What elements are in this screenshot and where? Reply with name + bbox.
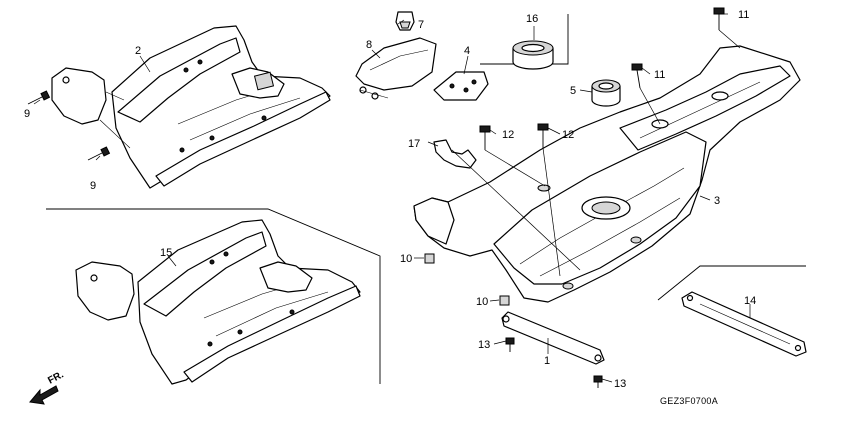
clip-part-7[interactable] xyxy=(395,11,415,31)
bolt-part-9-upper[interactable] xyxy=(27,90,51,105)
bracket-bar-part-14[interactable] xyxy=(681,291,807,357)
floor-panel-part-2[interactable] xyxy=(51,25,331,189)
callout-1: 1 xyxy=(544,355,550,367)
callout-17: 17 xyxy=(408,138,420,150)
cover-part-8[interactable] xyxy=(355,37,437,100)
callout-10-lower: 10 xyxy=(476,296,488,308)
callout-7: 7 xyxy=(418,19,424,31)
callout-leaders xyxy=(33,13,751,383)
bolt-part-12-left[interactable] xyxy=(479,125,546,187)
callout-8: 8 xyxy=(366,39,372,51)
bracket-part-4[interactable] xyxy=(433,71,489,101)
nut-part-10-upper[interactable] xyxy=(424,253,435,264)
front-indicator-label: FR. xyxy=(46,369,66,386)
callout-labels: 1 2 3 4 5 7 8 9 9 10 10 11 11 12 12 13 1… xyxy=(24,9,756,390)
callout-13-left: 13 xyxy=(478,339,490,351)
callout-12-right: 12 xyxy=(562,129,574,141)
bolt-part-9-lower[interactable] xyxy=(87,146,111,161)
bolt-part-12-right[interactable] xyxy=(537,123,561,277)
nut-part-10-lower[interactable] xyxy=(499,295,510,306)
callout-3: 3 xyxy=(714,195,720,207)
callout-16: 16 xyxy=(526,13,538,25)
bar-part-1[interactable] xyxy=(501,311,605,365)
bracket-part-17[interactable] xyxy=(433,139,581,271)
floor-panel-part-15[interactable] xyxy=(75,219,361,385)
callout-15: 15 xyxy=(160,247,172,259)
callout-4: 4 xyxy=(464,45,470,57)
diagram-code: GEZ3F0700A xyxy=(660,396,718,406)
callout-10-upper: 10 xyxy=(400,253,412,265)
bolt-part-13-right[interactable] xyxy=(593,375,603,388)
callout-12-left: 12 xyxy=(502,129,514,141)
grommet-part-16[interactable] xyxy=(512,40,554,70)
bolt-part-11-top[interactable] xyxy=(713,7,741,49)
grommet-part-5[interactable] xyxy=(591,79,621,107)
callout-14: 14 xyxy=(744,295,756,307)
bolt-part-11-mid[interactable] xyxy=(631,63,661,125)
callout-9-lower: 9 xyxy=(90,180,96,192)
callout-5: 5 xyxy=(570,85,576,97)
floor-body-part-3[interactable] xyxy=(413,45,801,303)
section-divider-lines xyxy=(46,14,806,384)
callout-11-mid: 11 xyxy=(654,69,665,81)
front-direction-arrow-icon xyxy=(29,385,59,405)
callout-9-upper: 9 xyxy=(24,108,30,120)
callout-11-top: 11 xyxy=(738,9,749,21)
callout-13-right: 13 xyxy=(614,378,626,390)
callout-2: 2 xyxy=(135,45,141,57)
bolt-part-13-left[interactable] xyxy=(505,337,515,352)
